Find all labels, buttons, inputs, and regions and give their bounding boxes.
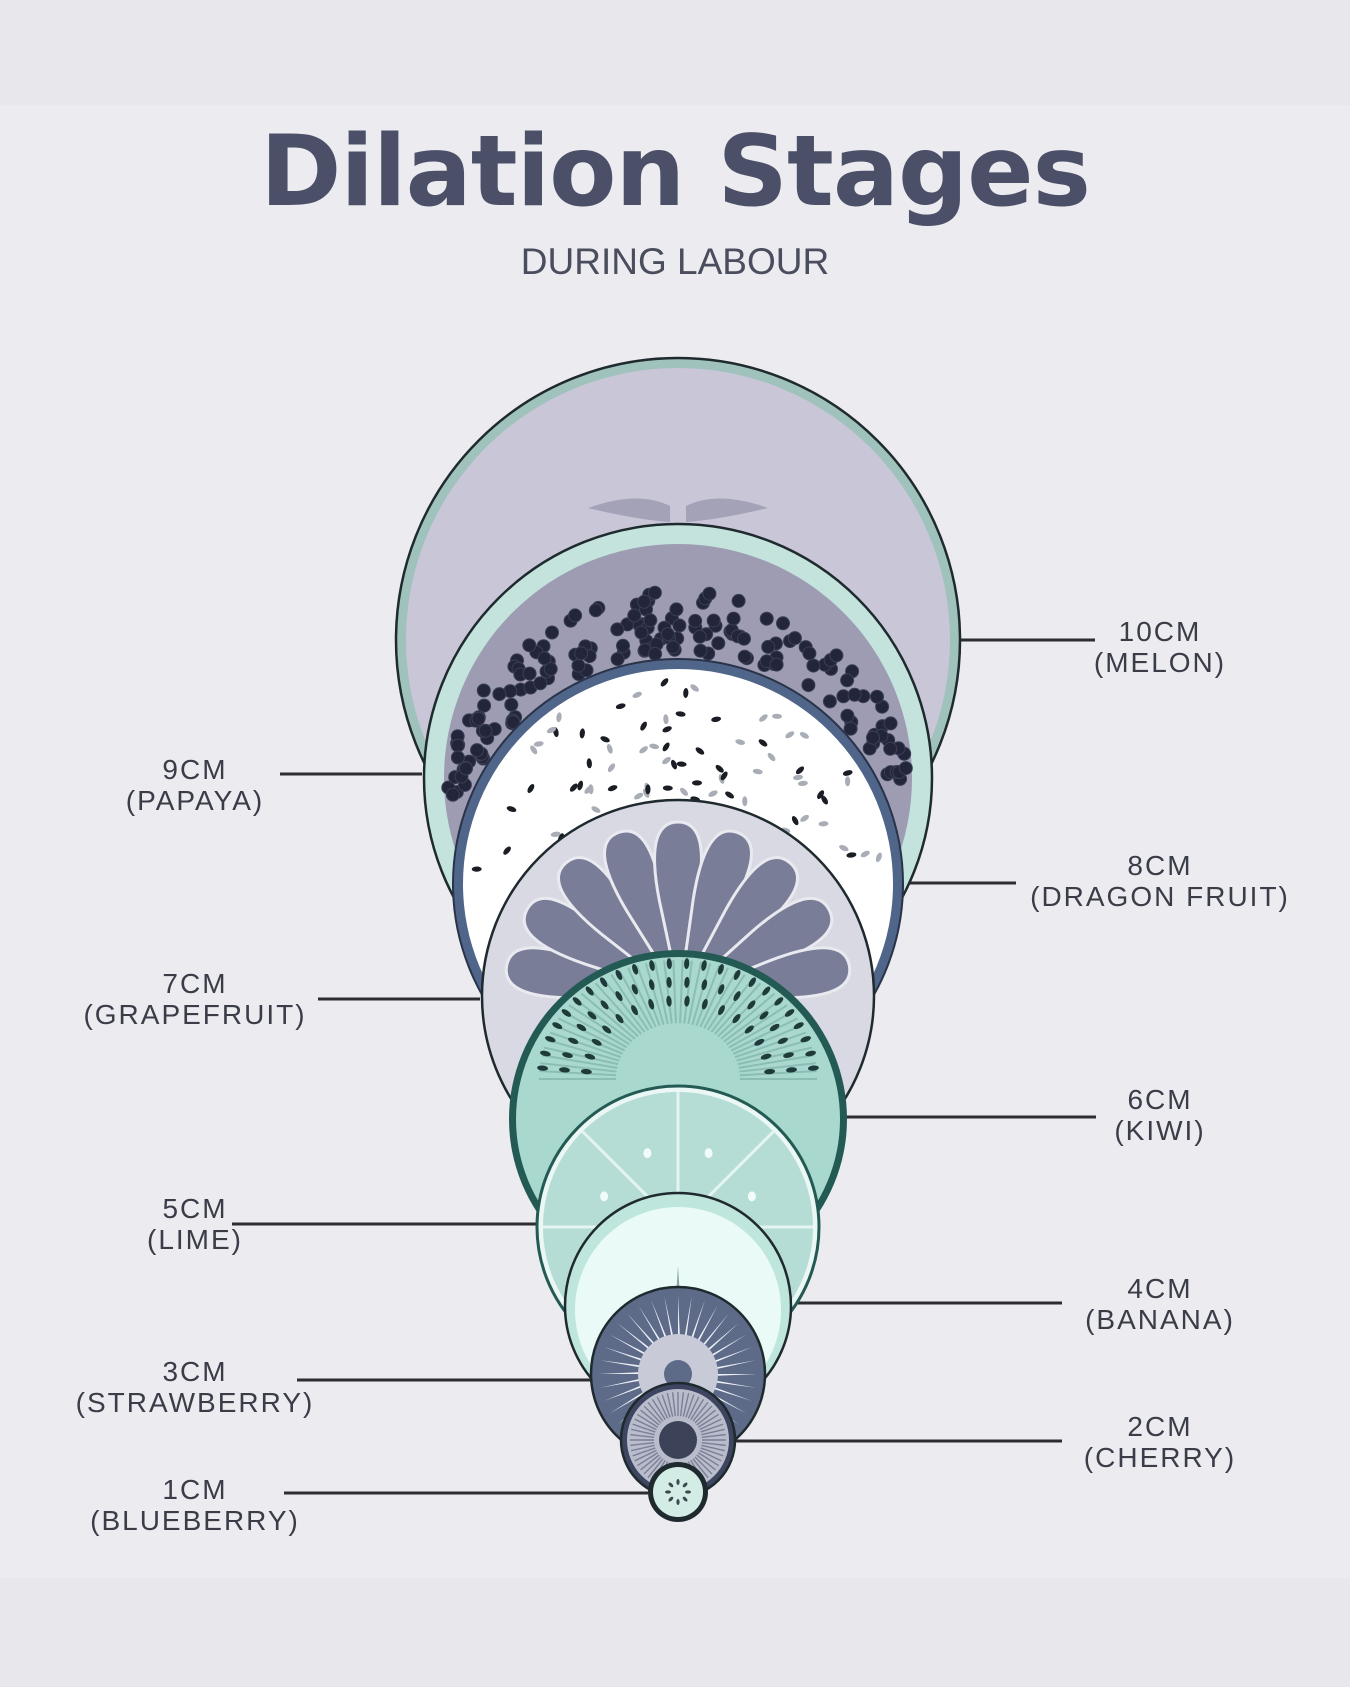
label-4cm-banana: 4CM (BANANA) <box>1085 1273 1235 1335</box>
label-size: 1CM <box>162 1474 228 1505</box>
label-9cm-papaya: 9CM (PAPAYA) <box>126 754 264 816</box>
label-size: 3CM <box>162 1356 228 1387</box>
label-fruit: (LIME) <box>147 1224 243 1255</box>
label-size: 8CM <box>1127 850 1193 881</box>
label-3cm-strawberry: 3CM (STRAWBERRY) <box>76 1356 315 1418</box>
label-fruit: (STRAWBERRY) <box>75 1387 315 1418</box>
label-1cm-blueberry: 1CM (BLUEBERRY) <box>90 1474 300 1536</box>
label-size: 4CM <box>1127 1273 1193 1304</box>
label-2cm-cherry: 2CM (CHERRY) <box>1084 1411 1236 1473</box>
label-fruit: (KIWI) <box>1114 1115 1206 1146</box>
leader-lines <box>232 638 1096 1495</box>
label-fruit: (CHERRY) <box>1083 1442 1237 1473</box>
label-size: 2CM <box>1127 1411 1193 1442</box>
top-band <box>0 0 1350 105</box>
label-size: 9CM <box>162 754 228 785</box>
cherry-icon <box>619 1381 737 1499</box>
label-fruit: (PAPAYA) <box>125 785 265 816</box>
label-size: 6CM <box>1127 1084 1193 1115</box>
label-7cm-grapefruit: 7CM (GRAPEFRUIT) <box>83 968 306 1030</box>
page-subtitle: DURING LABOUR <box>520 241 830 282</box>
label-fruit: (BLUEBERRY) <box>90 1505 300 1536</box>
label-size: 10CM <box>1118 616 1202 647</box>
blueberry-icon <box>648 1462 708 1522</box>
label-fruit: (DRAGON FRUIT) <box>1030 881 1290 912</box>
label-10cm-melon: 10CM (MELON) <box>1094 616 1226 678</box>
label-fruit: (BANANA) <box>1085 1304 1235 1335</box>
page-title: Dilation Stages <box>260 115 1091 229</box>
label-8cm-dragon-fruit: 8CM (DRAGON FRUIT) <box>1030 850 1290 912</box>
bottom-band <box>0 1578 1350 1687</box>
label-size: 5CM <box>162 1193 228 1224</box>
label-6cm-kiwi: 6CM (KIWI) <box>1114 1084 1205 1146</box>
label-fruit: (GRAPEFRUIT) <box>83 999 307 1030</box>
label-5cm-lime: 5CM (LIME) <box>147 1193 243 1255</box>
label-fruit: (MELON) <box>1093 647 1227 678</box>
label-size: 7CM <box>162 968 228 999</box>
